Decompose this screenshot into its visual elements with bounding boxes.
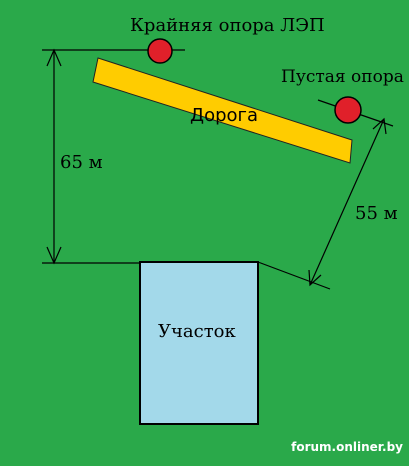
empty-pole-marker — [334, 96, 362, 124]
plot-rectangle — [139, 261, 259, 425]
dimension-line-diagonal — [309, 118, 385, 286]
extension-line-plot-corner — [257, 261, 331, 290]
watermark-text: forum.onliner.by — [291, 440, 403, 454]
dimension-diagonal-55m — [257, 99, 394, 290]
arrowhead-lower-icon — [308, 269, 322, 287]
plot-label: Участок — [158, 321, 237, 342]
road-label: Дорога — [190, 105, 258, 126]
end-pole-marker — [147, 38, 173, 64]
arrowhead-upper-icon — [372, 117, 387, 135]
distance-vertical-label: 65 м — [60, 152, 103, 173]
arrowhead-down-icon — [46, 246, 62, 265]
empty-pole-label: Пустая опора — [281, 67, 404, 87]
arrowhead-up-icon — [46, 48, 62, 67]
end-pole-label: Крайняя опора ЛЭП — [130, 15, 325, 36]
distance-diagonal-label: 55 м — [355, 203, 398, 224]
road — [92, 57, 353, 164]
